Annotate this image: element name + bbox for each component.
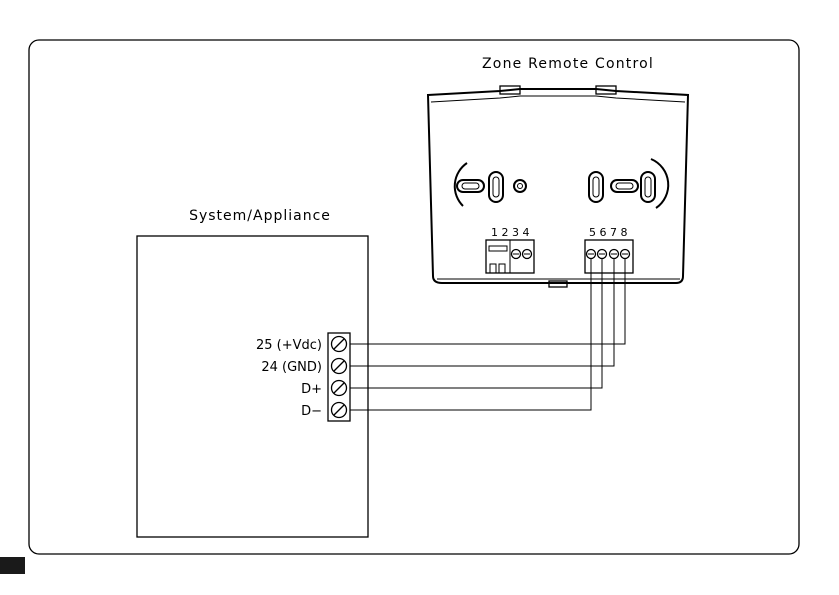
- appliance-box: [137, 236, 368, 537]
- left-terminal-numbers: 1 2 3 4: [491, 226, 529, 239]
- right-terminal-numbers: 5 6 7 8: [589, 226, 627, 239]
- terminal-label-d-minus: D−: [301, 404, 322, 419]
- remote-housing-inner: [431, 96, 685, 102]
- wire-25-to-8: [350, 259, 625, 344]
- terminal-label-24: 24 (GND): [261, 360, 322, 375]
- terminal-screw-d-minus-slot: [334, 405, 344, 415]
- mount-slot-left-vertical-inner: [493, 177, 499, 197]
- left-block-pin-1: [490, 264, 496, 273]
- remote-housing: [428, 89, 688, 283]
- mount-hole-small-inner: [518, 184, 523, 189]
- mount-slot-right-inner: [616, 183, 633, 189]
- mount-slot-right-vertical-a-inner: [593, 177, 599, 197]
- zone-remote-control: Zone Remote Control 1 2 3 4: [428, 56, 688, 287]
- mount-hole-small: [514, 180, 526, 192]
- wires: [350, 259, 625, 410]
- right-terminal-block: [585, 240, 633, 273]
- page-tab: [0, 557, 25, 574]
- diagram-frame: [29, 40, 799, 554]
- appliance-title: System/Appliance: [189, 208, 331, 224]
- terminal-screw-24-slot: [334, 361, 344, 371]
- remote-title: Zone Remote Control: [482, 56, 654, 72]
- wire-d-plus-to-6: [350, 259, 602, 388]
- left-block-tab: [489, 246, 507, 251]
- terminal-screw-25-slot: [334, 339, 344, 349]
- mount-slot-right-vertical-b-inner: [645, 177, 651, 197]
- mount-slot-left-inner: [462, 183, 479, 189]
- wire-24-to-7: [350, 259, 614, 366]
- terminal-label-25: 25 (+Vdc): [256, 338, 322, 353]
- terminal-label-d-plus: D+: [301, 382, 322, 397]
- terminal-screw-d-plus-slot: [334, 383, 344, 393]
- mount-slot-right: [611, 180, 638, 192]
- mount-slot-left: [457, 180, 484, 192]
- left-block-pin-2: [499, 264, 505, 273]
- system-appliance: System/Appliance 25 (+Vdc) 24 (GND) D+ D…: [137, 208, 368, 537]
